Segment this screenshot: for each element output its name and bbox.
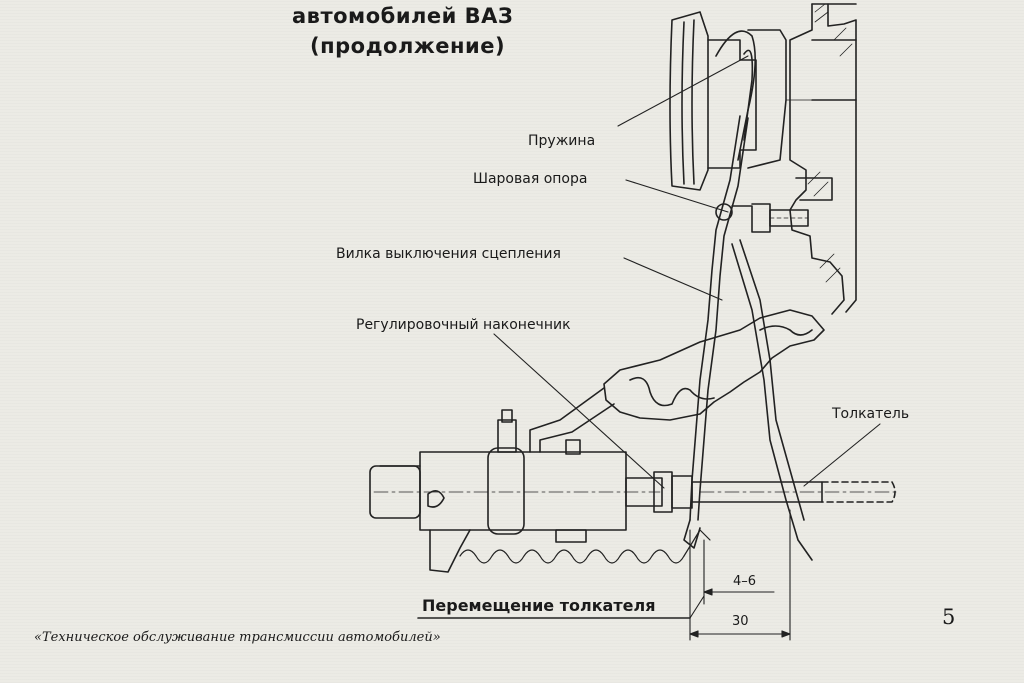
clutch-disc (669, 11, 787, 191)
release-fork (683, 115, 813, 561)
slave-cylinder (369, 387, 661, 573)
label-pusher: Толкатель (832, 406, 910, 422)
dimension-travel: 30 (732, 614, 749, 629)
rubber-boot (603, 309, 825, 421)
footer-caption: «Техническое обслуживание трансмиссии ав… (34, 630, 441, 645)
title-line-1: автомобилей ВАЗ (292, 4, 514, 28)
pusher-rod (625, 471, 901, 513)
spring-upper (715, 30, 756, 161)
clutch-housing (785, 3, 857, 315)
dimension-small-gap: 4–6 (733, 574, 757, 589)
dimension-lines (417, 509, 791, 641)
page-number: 5 (942, 605, 956, 629)
label-ball-support: Шаровая опора (473, 171, 588, 187)
label-release-fork: Вилка выключения сцепления (336, 246, 561, 262)
label-adjusting-tip: Регулировочный наконечник (356, 317, 571, 333)
return-spring (459, 529, 711, 564)
label-pusher-travel: Перемещение толкателя (422, 596, 656, 615)
title-line-2: (продолжение) (310, 34, 506, 58)
leader-lines (493, 55, 881, 489)
label-spring: Пружина (528, 133, 596, 149)
